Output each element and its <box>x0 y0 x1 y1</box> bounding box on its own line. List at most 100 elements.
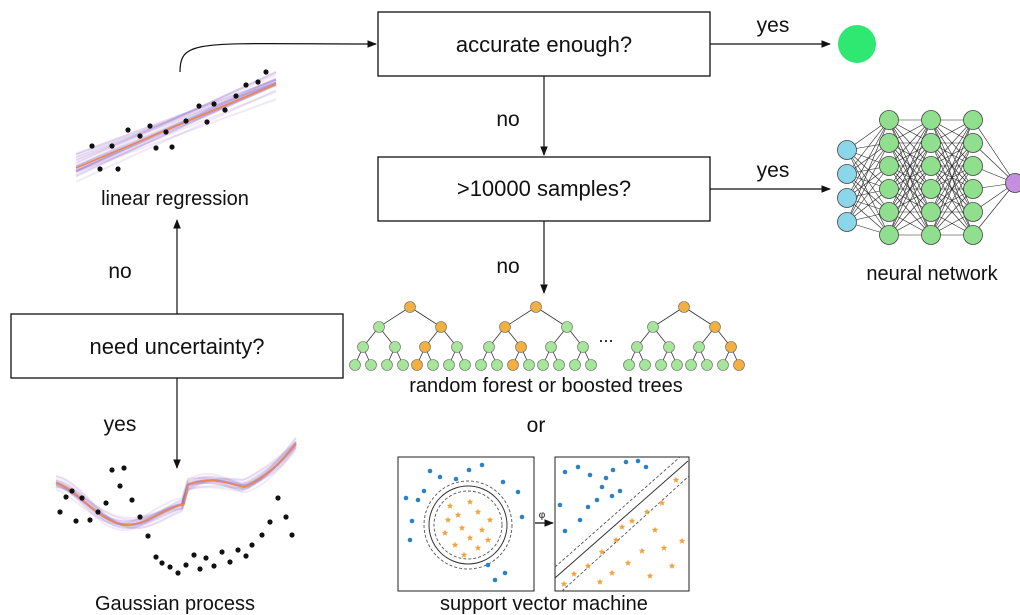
tree-path-node <box>725 341 737 353</box>
gp-data-point <box>267 519 273 525</box>
svm-dot-point <box>409 518 415 524</box>
nn-connection <box>888 119 932 213</box>
gp-data-point <box>243 553 249 559</box>
svm-dot-point <box>623 459 629 465</box>
nn-node <box>963 133 983 153</box>
gp-data-point <box>167 564 173 570</box>
nn-connection <box>972 119 1016 184</box>
gp-data-point <box>275 495 281 501</box>
nn-connection <box>888 119 932 190</box>
gp-data-point <box>289 532 295 538</box>
svm-star-point <box>466 534 474 541</box>
linear-data-point <box>222 107 228 113</box>
caption-linear-regression: linear regression <box>101 188 249 210</box>
tree-path-node <box>435 321 447 333</box>
svm-dot-point <box>407 537 413 543</box>
gp-data-point <box>227 559 233 565</box>
label-samples-no: no <box>496 255 519 278</box>
svm-star-point <box>668 562 676 569</box>
tree-node <box>685 359 697 371</box>
gp-data-point <box>283 514 289 520</box>
svm-dot-point <box>557 502 563 508</box>
linear-band-sample <box>75 84 277 176</box>
accurate-enough-label: accurate enough? <box>456 32 632 57</box>
svm-phi-label: φ <box>539 510 546 521</box>
linear-data-point <box>109 143 115 149</box>
nn-node <box>837 140 857 160</box>
svm-star-point <box>478 526 486 533</box>
svm-star-point <box>660 544 668 551</box>
linear-data-point <box>243 82 249 88</box>
samples-label: >10000 samples? <box>457 176 631 201</box>
gp-data-point <box>249 542 255 548</box>
linear-band-sample <box>75 78 277 168</box>
svm-star-point <box>672 476 680 483</box>
tree-path-node <box>411 359 423 371</box>
linear-fit-line <box>75 83 277 169</box>
tree-node <box>553 359 565 371</box>
linear-band-sample <box>75 82 277 177</box>
svm-dot-point <box>502 570 508 576</box>
svm-dot-point <box>437 474 443 480</box>
linear-band-sample <box>75 98 277 173</box>
svm-star-point <box>678 537 686 544</box>
gp-band-sample <box>55 446 297 530</box>
nn-connection <box>930 165 974 236</box>
svm-star-point <box>474 508 482 515</box>
tree-branch <box>652 306 685 328</box>
svm-dot-point <box>403 495 409 501</box>
label-uncertainty-yes: yes <box>104 413 137 436</box>
tree-node <box>663 341 675 353</box>
gp-band-sample <box>55 441 297 530</box>
tree-node <box>459 359 471 371</box>
tree-node <box>623 359 635 371</box>
nn-node <box>963 110 983 130</box>
nn-connection <box>846 173 890 236</box>
nn-connection <box>930 188 974 236</box>
nn-connection <box>846 119 890 175</box>
edge-linear-to-accurate <box>179 40 377 73</box>
nn-connection <box>846 119 890 199</box>
nn-node <box>963 179 983 199</box>
tree-node <box>701 359 713 371</box>
tree-path-node <box>404 301 416 313</box>
svm-star-point <box>466 498 474 505</box>
svm-star-point <box>618 523 626 530</box>
svm-dot-point <box>515 489 521 495</box>
linear-data-point <box>211 101 217 107</box>
nn-connection <box>930 142 974 236</box>
linear-band-sample <box>75 78 277 171</box>
linear-band-sample <box>75 81 277 167</box>
gp-data-point <box>87 517 93 523</box>
label-accurate-no: no <box>496 108 519 131</box>
svm-star-point <box>460 551 468 558</box>
nn-node <box>879 133 899 153</box>
gp-band-sample <box>55 442 297 528</box>
gp-data-point <box>69 488 75 494</box>
tree-node <box>381 359 393 371</box>
neural-network-diagram <box>837 110 1020 245</box>
nn-node <box>921 156 941 176</box>
gp-data-point <box>191 552 197 558</box>
nn-node <box>879 179 899 199</box>
nn-connection <box>888 188 932 236</box>
tree-node <box>631 341 643 353</box>
tree-node <box>717 359 729 371</box>
svm-star-point <box>484 536 492 543</box>
linear-band-sample <box>75 84 277 171</box>
nn-connection <box>930 119 974 167</box>
svm-dot-point <box>492 577 498 583</box>
linear-band-sample <box>75 74 277 162</box>
success-circle <box>838 25 876 63</box>
nn-connection <box>888 119 932 167</box>
gp-data-point <box>117 483 123 489</box>
svm-star-point <box>458 524 466 531</box>
svm-dot-point <box>603 475 609 481</box>
tree-branch <box>504 306 537 328</box>
tree-node <box>655 359 667 371</box>
gp-data-point <box>183 562 189 568</box>
svm-dot-point <box>500 479 506 485</box>
gp-data-point <box>175 570 181 576</box>
nn-node <box>879 225 899 245</box>
